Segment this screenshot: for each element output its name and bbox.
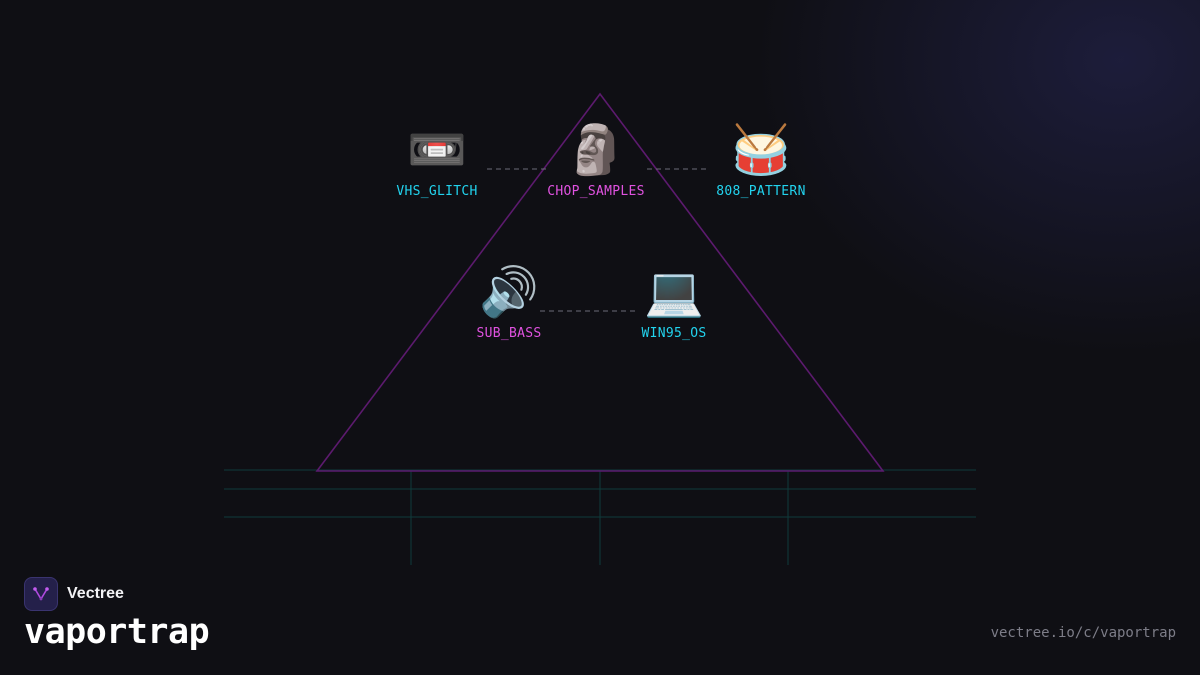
node-vhs-glitch[interactable]: 📼 VHS_GLITCH bbox=[357, 122, 517, 199]
speaker-icon: 🔊 bbox=[479, 264, 539, 320]
page-url[interactable]: vectree.io/c/vaportrap bbox=[990, 625, 1176, 641]
floor-grid bbox=[224, 469, 976, 565]
node-label: CHOP_SAMPLES bbox=[547, 184, 645, 199]
node-sub-bass[interactable]: 🔊 SUB_BASS bbox=[429, 264, 589, 341]
page-title: vaportrap bbox=[24, 612, 210, 652]
node-chop-samples[interactable]: 🗿 CHOP_SAMPLES bbox=[516, 122, 676, 199]
drum-icon: 🥁 bbox=[731, 122, 791, 178]
node-win95-os[interactable]: 💻 WIN95_OS bbox=[594, 264, 754, 341]
brand-name: Vectree bbox=[67, 585, 124, 602]
node-label: VHS_GLITCH bbox=[396, 184, 478, 199]
edges bbox=[487, 168, 709, 312]
brand[interactable]: Vectree bbox=[24, 577, 124, 611]
node-label: 808_PATTERN bbox=[716, 184, 806, 199]
videocassette-icon: 📼 bbox=[407, 122, 467, 178]
vectree-logo-icon bbox=[24, 577, 58, 611]
node-label: SUB_BASS bbox=[476, 326, 542, 341]
node-label: WIN95_OS bbox=[641, 326, 707, 341]
laptop-icon: 💻 bbox=[644, 264, 704, 320]
moai-icon: 🗿 bbox=[566, 122, 626, 178]
pyramid-triangle bbox=[315, 92, 885, 472]
node-808-pattern[interactable]: 🥁 808_PATTERN bbox=[681, 122, 841, 199]
